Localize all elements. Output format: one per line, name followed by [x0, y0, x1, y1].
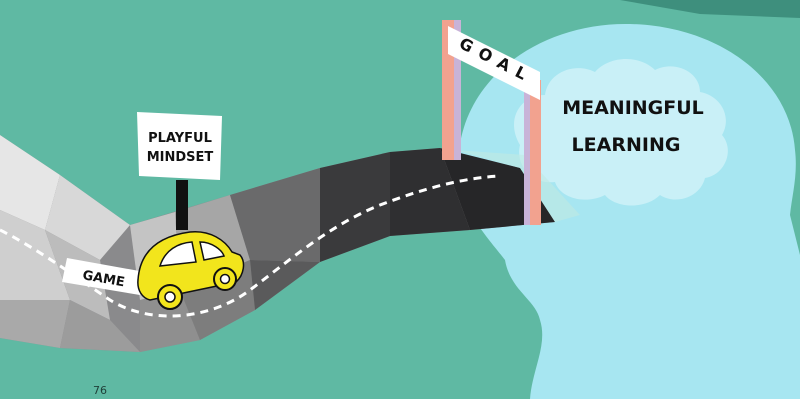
car-hubcap-front	[165, 292, 175, 302]
page-number: 76	[93, 384, 107, 397]
sign-post	[176, 180, 188, 230]
sign-line-2: MINDSET	[147, 150, 214, 165]
car-hubcap-rear	[221, 275, 230, 284]
sign-line-1: PLAYFUL	[148, 131, 212, 146]
meaningful-learning-line-1: MEANINGFUL	[562, 97, 704, 119]
meaningful-learning-line-2: LEARNING	[572, 134, 681, 156]
sign-board	[137, 112, 222, 180]
goal-post-right-shadow	[524, 80, 530, 225]
